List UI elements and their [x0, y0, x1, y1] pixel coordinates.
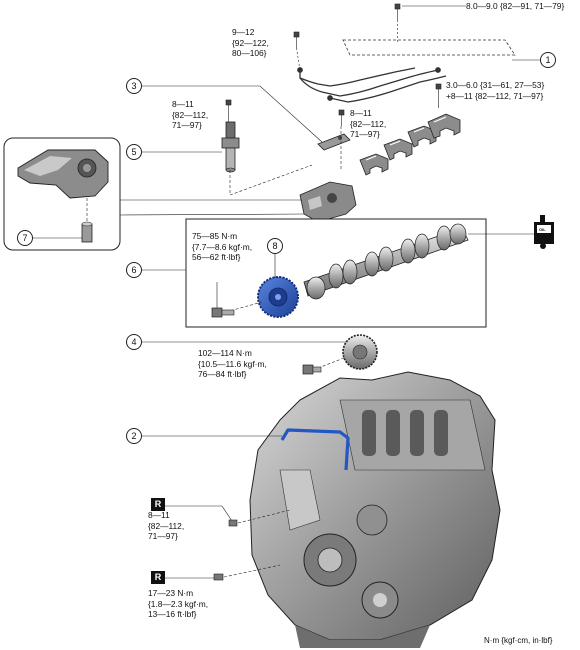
torque-label-4: 8—11{82—112,71—97} — [172, 99, 209, 131]
oil-control-valve-part — [221, 121, 240, 173]
oil-can-icon — [534, 215, 554, 249]
front-cam-housing — [299, 181, 357, 223]
camshaft-group-box — [141, 218, 534, 328]
cam-cap-hatching — [365, 116, 447, 161]
replace-bolts — [165, 505, 291, 581]
callout-1[interactable]: 1 — [540, 52, 556, 68]
callout-6[interactable]: 6 — [126, 262, 142, 278]
oil-pipe-assembly — [297, 39, 516, 103]
torque-label-1: 8.0—9.0 {82—91, 71—79} — [466, 1, 565, 11]
replace-badge-2: R — [151, 571, 165, 584]
oil-badge-text: OIL — [539, 227, 546, 232]
torque-label-2: 9—12{92—122,80—106} — [232, 27, 269, 59]
callout-8[interactable]: 8 — [267, 238, 283, 254]
torque-label-6: 75—85 N·m{7.7—8.6 kgf·m,56—62 ft·lbf} — [192, 231, 253, 263]
detail-inset — [3, 137, 305, 251]
torque-label-7: 102—114 N·m{10.5—11.6 kgf·m,76—84 ft·lbf… — [198, 348, 267, 380]
callout-4[interactable]: 4 — [126, 334, 142, 350]
crank-plate-part — [141, 334, 378, 375]
units-legend: N·m {kgf·cm, in·lbf} — [484, 636, 553, 645]
replace-badge-1: R — [151, 498, 165, 511]
engine-block — [141, 371, 501, 648]
torque-label-5: 8—11{82—112,71—97} — [350, 108, 387, 140]
torque-label-9: 17—23 N·m{1.8—2.3 kgf·m,13—16 ft·lbf} — [148, 588, 209, 620]
callout-3[interactable]: 3 — [126, 78, 142, 94]
top-bolts — [225, 3, 442, 126]
torque-label-3: 3.0—6.0 {31—61, 27—53}+8—11 {82—112, 71—… — [446, 80, 545, 101]
callout-7[interactable]: 7 — [17, 230, 33, 246]
callout-5[interactable]: 5 — [126, 144, 142, 160]
torque-label-8: 8—11{82—112,71—97} — [148, 510, 185, 542]
camshaft-sensor-part — [317, 133, 351, 151]
callout-2[interactable]: 2 — [126, 428, 142, 444]
